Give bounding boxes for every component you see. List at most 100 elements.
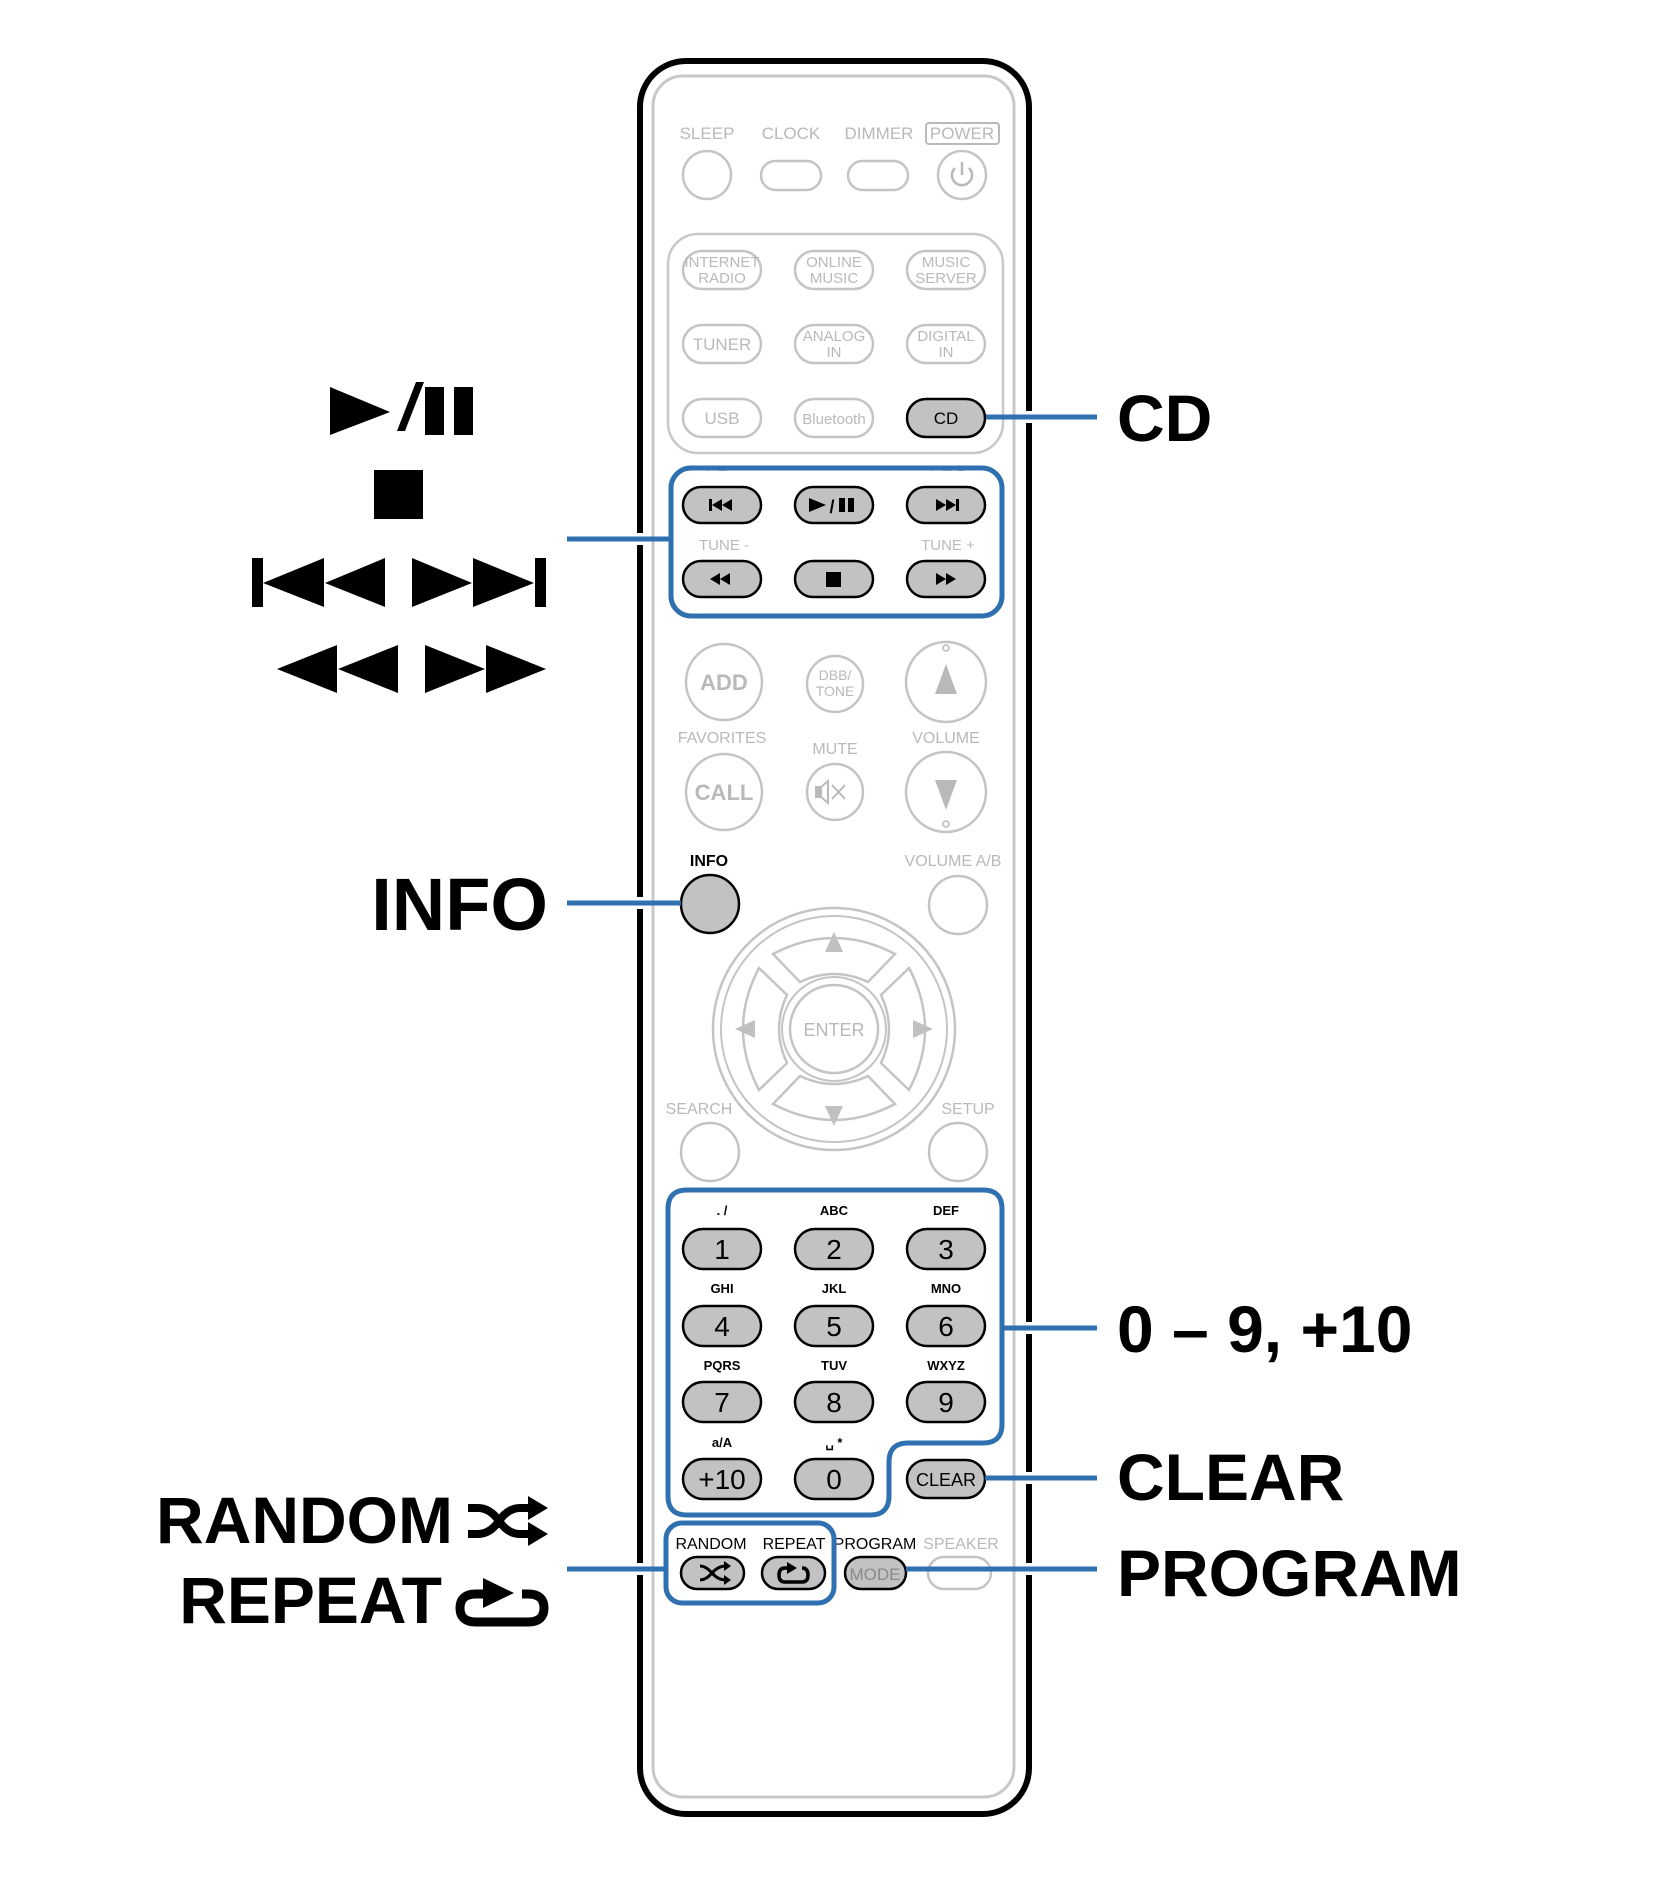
enter-label: ENTER bbox=[803, 1020, 864, 1040]
input-label: CD bbox=[934, 409, 959, 428]
play-pause-icon: / bbox=[809, 497, 854, 517]
dpad-down-button[interactable] bbox=[770, 1074, 898, 1122]
clock-button[interactable] bbox=[759, 159, 823, 192]
callout-repeat: REPEAT bbox=[179, 1563, 442, 1637]
numpad-key-6[interactable] bbox=[905, 1304, 987, 1348]
callout-program: PROGRAM bbox=[1117, 1536, 1462, 1610]
input-label-line2: SERVER bbox=[915, 270, 977, 287]
volume-down-dot-icon bbox=[942, 820, 950, 828]
volume-ab-label: VOLUME A/B bbox=[905, 853, 1002, 870]
mode-label: MODE bbox=[850, 1565, 901, 1584]
play-pause-button[interactable] bbox=[793, 485, 875, 525]
input-internet-radio-button[interactable] bbox=[681, 249, 763, 291]
numpad-key-8[interactable] bbox=[793, 1380, 875, 1424]
info-button[interactable] bbox=[679, 873, 741, 935]
dimmer-label: DIMMER bbox=[845, 124, 914, 143]
input-digital-in-button[interactable] bbox=[905, 323, 987, 365]
power-icon bbox=[950, 162, 974, 187]
numpad-sublabel: JKL bbox=[822, 1281, 847, 1296]
input-tuner-button[interactable] bbox=[681, 323, 763, 365]
callout-repeat-icon bbox=[455, 1578, 549, 1627]
info-button-label: INFO bbox=[690, 853, 728, 870]
setup-button[interactable] bbox=[927, 1121, 989, 1183]
numpad-sublabel: a/A bbox=[712, 1435, 733, 1450]
sleep-button[interactable] bbox=[681, 149, 733, 201]
input-usb-button[interactable] bbox=[681, 397, 763, 439]
numpad-key-2[interactable] bbox=[793, 1227, 875, 1271]
callout-info: INFO bbox=[371, 863, 548, 946]
numpad-key-label: 2 bbox=[826, 1234, 842, 1265]
callout-random: RANDOM bbox=[156, 1483, 453, 1557]
numpad-key-7[interactable] bbox=[681, 1380, 763, 1424]
setup-label: SETUP bbox=[941, 1101, 994, 1118]
dpad-right-button[interactable] bbox=[879, 965, 927, 1093]
numpad-key-5[interactable] bbox=[793, 1304, 875, 1348]
numpad-sublabel: ABC bbox=[820, 1203, 849, 1218]
add-label: ADD bbox=[700, 670, 748, 695]
dpad-up-button[interactable] bbox=[770, 936, 898, 984]
numpad-key-1[interactable] bbox=[681, 1227, 763, 1271]
search-button[interactable] bbox=[679, 1121, 741, 1183]
speaker-label: SPEAKER bbox=[923, 1536, 999, 1553]
repeat-button[interactable] bbox=[760, 1555, 827, 1591]
clock-label: CLOCK bbox=[762, 124, 821, 143]
input-cd-button[interactable] bbox=[905, 397, 987, 439]
numpad-key-9[interactable] bbox=[905, 1380, 987, 1424]
numpad-sublabel: TUV bbox=[821, 1358, 847, 1373]
input-bluetooth-button[interactable] bbox=[793, 397, 875, 439]
numpad-key-label: 7 bbox=[714, 1387, 730, 1418]
numpad-sublabel: . / bbox=[717, 1203, 728, 1218]
callout-cd: CD bbox=[1117, 381, 1212, 455]
input-label-line2: IN bbox=[939, 344, 954, 361]
call-label: CALL bbox=[695, 780, 754, 805]
random-button-label: RANDOM bbox=[675, 1536, 746, 1553]
callout-fast-forward-icon bbox=[425, 645, 546, 693]
dpad-left-button[interactable] bbox=[741, 965, 789, 1093]
numpad-sublabel: DEF bbox=[933, 1203, 959, 1218]
input-music-server-button[interactable] bbox=[905, 249, 987, 291]
numpad-highlight-box bbox=[665, 1187, 1005, 1518]
call-button[interactable] bbox=[684, 752, 764, 832]
add-button[interactable] bbox=[684, 642, 764, 722]
rewind-icon bbox=[710, 573, 730, 585]
enter-button[interactable] bbox=[788, 983, 880, 1075]
numpad-key-0[interactable] bbox=[793, 1457, 875, 1501]
tune-minus-label: TUNE - bbox=[699, 537, 749, 554]
numpad-key-label: 3 bbox=[938, 1234, 954, 1265]
random-repeat-highlight-box bbox=[663, 1520, 837, 1606]
numpad-key-label: 0 bbox=[826, 1464, 842, 1495]
input-online-music-button[interactable] bbox=[793, 249, 875, 291]
power-label: POWER bbox=[930, 124, 994, 143]
input-label: Bluetooth bbox=[802, 411, 865, 428]
shuffle-icon bbox=[699, 1561, 731, 1585]
stop-icon bbox=[826, 572, 841, 587]
mute-button[interactable] bbox=[805, 762, 865, 822]
numpad-key-4[interactable] bbox=[681, 1304, 763, 1348]
input-label-line1: MUSIC bbox=[922, 254, 971, 271]
input-label: USB bbox=[705, 409, 740, 428]
dpad: ENTER bbox=[711, 906, 957, 1152]
input-analog-in-button[interactable] bbox=[793, 323, 875, 365]
callout-numbers: 0 – 9, +10 bbox=[1117, 1292, 1412, 1366]
volume-ab-button[interactable] bbox=[927, 874, 989, 936]
volume-down-icon bbox=[935, 780, 957, 810]
numpad-key-plus10[interactable] bbox=[681, 1457, 763, 1501]
dbb-tone-button[interactable] bbox=[805, 654, 865, 714]
numpad-key-label: 6 bbox=[938, 1311, 954, 1342]
callout-play-pause-icon bbox=[330, 382, 473, 435]
numpad-key-label: 8 bbox=[826, 1387, 842, 1418]
input-source-panel bbox=[666, 232, 1005, 455]
program-mode-button[interactable] bbox=[843, 1555, 908, 1591]
power-label-frame bbox=[925, 122, 1000, 145]
leader-lines bbox=[567, 411, 1097, 1575]
numpad-key-label: 1 bbox=[714, 1234, 730, 1265]
input-label-line1: ANALOG bbox=[803, 328, 866, 345]
dbb-label-line1: DBB/ bbox=[819, 667, 852, 683]
callout-stop-icon bbox=[374, 470, 423, 519]
sleep-label: SLEEP bbox=[680, 124, 735, 143]
dimmer-button[interactable] bbox=[846, 159, 910, 192]
volume-up-icon bbox=[935, 664, 957, 694]
svg-text:/: / bbox=[829, 497, 834, 517]
numpad-key-3[interactable] bbox=[905, 1227, 987, 1271]
